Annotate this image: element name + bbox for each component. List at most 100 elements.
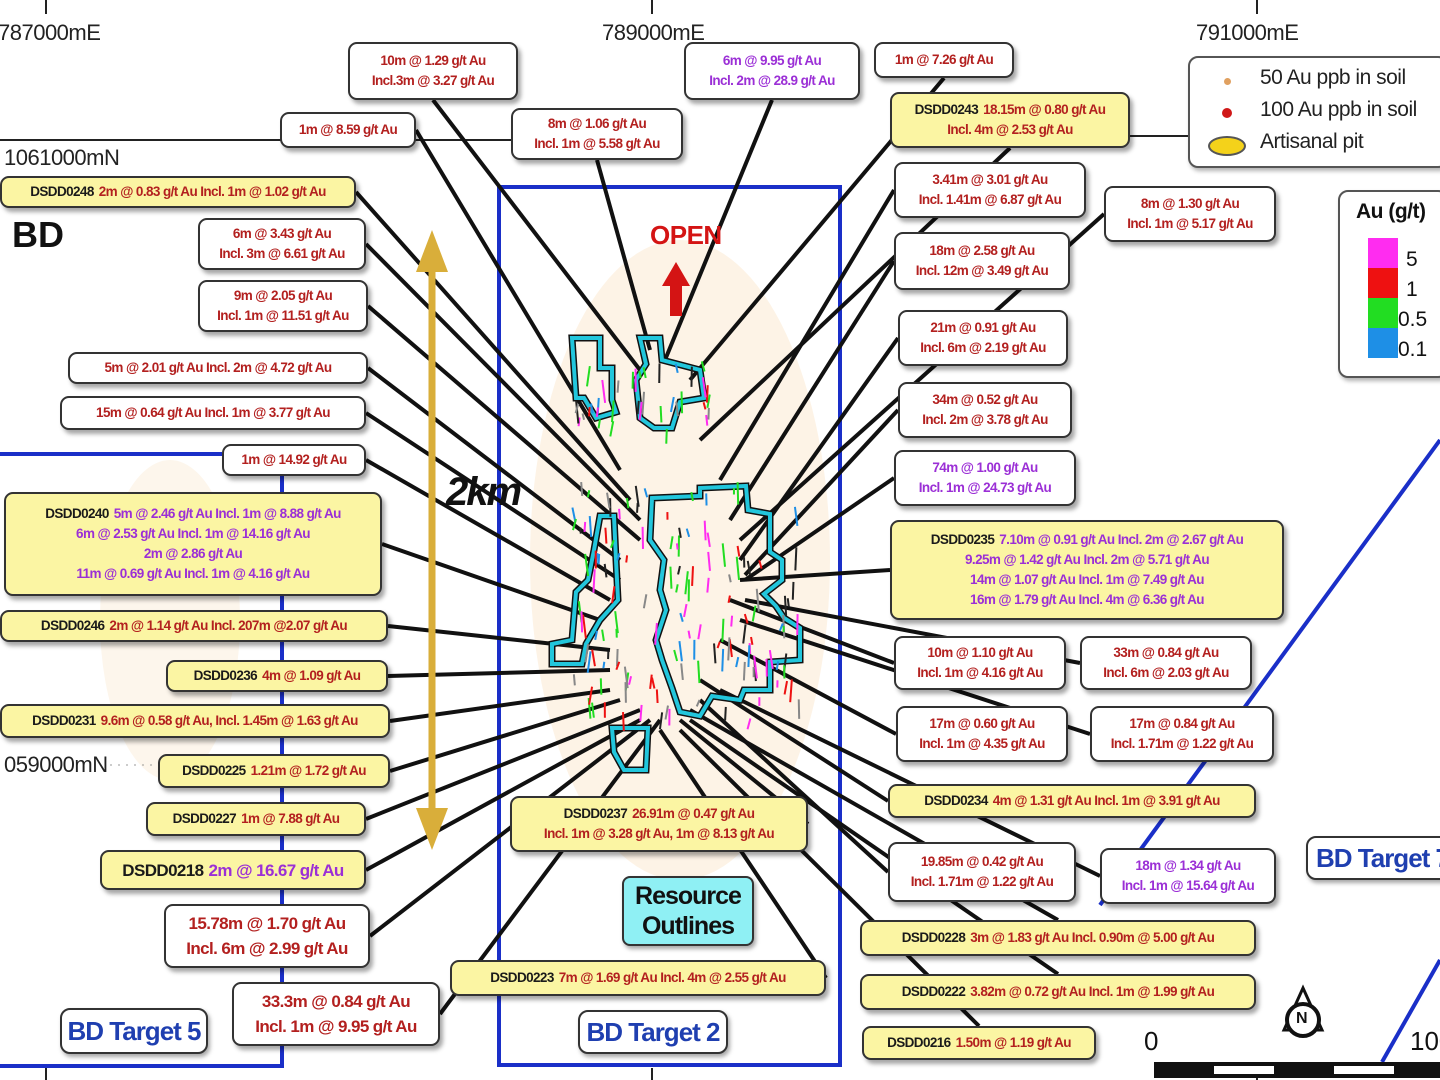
legend-item: 50 Au ppb in soil xyxy=(1260,66,1406,89)
intercept-line: 8m @ 1.06 g/t Au xyxy=(548,114,647,134)
drill-trace xyxy=(721,543,727,567)
soil-100ppb-icon xyxy=(1222,108,1232,118)
intercept-text: Incl. 6m @ 2.19 g/t Au xyxy=(920,340,1046,355)
drill-trace xyxy=(730,615,734,627)
intercept-text: 18m @ 1.34 g/t Au xyxy=(1135,858,1241,873)
target-boundaries xyxy=(0,185,1440,1068)
distance-arrow xyxy=(416,230,448,850)
intercept-line: 21m @ 0.91 g/t Au xyxy=(930,318,1036,338)
intercept-line: 18m @ 2.58 g/t Au xyxy=(929,241,1035,261)
drillhole-id: DSDD0222 xyxy=(901,984,966,999)
intercept-text: 9m @ 2.05 g/t Au xyxy=(233,288,333,303)
drillhole-id: DSDD0240 xyxy=(45,506,109,521)
drillhole-id: DSDD0236 xyxy=(193,668,258,683)
drill-trace xyxy=(743,613,749,624)
drill-trace xyxy=(673,649,679,662)
drill-trace xyxy=(642,594,648,609)
drill-trace xyxy=(685,528,691,538)
drill-trace xyxy=(687,630,691,639)
grid-label-northing: 059000mN xyxy=(4,752,108,777)
leader-line xyxy=(364,242,642,522)
intercept-text: 74m @ 1.00 g/t Au xyxy=(932,460,1038,475)
intercept-line: 74m @ 1.00 g/t Au xyxy=(932,458,1038,478)
drill-trace xyxy=(768,649,774,669)
drill-trace xyxy=(580,611,584,633)
intercept-line: Incl. 1m @ 9.95 g/t Au xyxy=(255,1014,417,1039)
drill-trace xyxy=(610,400,615,423)
drill-trace xyxy=(753,655,758,679)
intercept-line: 17m @ 0.84 g/t Au xyxy=(1129,714,1235,734)
drill-trace xyxy=(706,394,711,408)
intercept-text: 33m @ 0.84 g/t Au xyxy=(1113,645,1219,660)
drill-trace xyxy=(628,675,633,685)
leader-line xyxy=(387,668,611,678)
drillhole-id: DSDD0246 xyxy=(40,618,105,633)
leader-line xyxy=(365,718,641,872)
intercept-line: Incl. 1m @ 11.51 g/t Au xyxy=(217,306,349,326)
drill-trace xyxy=(697,624,702,640)
drill-trace xyxy=(701,377,707,398)
leader-line xyxy=(354,190,632,502)
scale-tick: 1 xyxy=(1406,278,1418,301)
drill-trace xyxy=(610,539,615,549)
drill-trace xyxy=(724,706,727,721)
drill-trace xyxy=(705,385,709,403)
leader-line xyxy=(366,366,622,562)
drill-trace xyxy=(599,678,603,695)
drill-trace xyxy=(703,520,707,541)
drill-trace xyxy=(597,553,601,565)
intercept-line: 11m @ 0.69 g/t Au Incl. 1m @ 4.16 g/t Au xyxy=(76,564,310,584)
intercept-callout: 9m @ 2.05 g/t Au Incl. 1m @ 11.51 g/t Au xyxy=(198,280,368,332)
intercept-line: Incl. 6m @ 2.03 g/t Au xyxy=(1103,663,1229,683)
drill-trace xyxy=(750,636,754,645)
drill-trace xyxy=(746,718,752,730)
intercept-text: 4m @ 1.09 g/t Au xyxy=(262,668,361,683)
legend: 50 Au ppb in soil 100 Au ppb in soil Art… xyxy=(1188,56,1440,168)
drill-trace xyxy=(614,611,619,634)
intercept-line: 15.78m @ 1.70 g/t Au xyxy=(188,911,346,936)
drill-trace xyxy=(727,595,731,603)
drill-trace xyxy=(584,644,590,663)
drillhole-id: DSDD0218 xyxy=(122,860,204,880)
intercept-line: 6m @ 3.43 g/t Au xyxy=(233,224,332,244)
intercept-text: 18.15m @ 0.80 g/t Au xyxy=(983,102,1106,117)
intercept-text: 1m @ 8.59 g/t Au xyxy=(298,122,398,137)
drill-trace xyxy=(742,624,747,644)
drillhole-id: DSDD0237 xyxy=(563,806,628,821)
intercept-text: 3.41m @ 3.01 g/t Au xyxy=(932,172,1048,187)
drill-trace xyxy=(611,586,616,604)
intercept-text: 5m @ 2.46 g/t Au Incl. 1m @ 8.88 g/t Au xyxy=(113,506,342,521)
leader-line xyxy=(366,304,642,542)
intercept-line: 2m @ 2.86 g/t Au xyxy=(144,544,243,564)
bd-target-7-label: BD Target 7 xyxy=(1306,836,1440,880)
leader-line xyxy=(365,458,611,602)
drill-trace xyxy=(609,421,615,437)
drill-trace xyxy=(697,660,701,684)
bd-target-2-label: BD Target 2 xyxy=(578,1010,728,1054)
drill-trace xyxy=(669,536,674,550)
leader-line xyxy=(738,336,900,562)
intercept-line: 14m @ 1.07 g/t Au Incl. 1m @ 7.49 g/t Au xyxy=(970,570,1205,590)
drill-trace xyxy=(794,547,798,571)
drill-trace xyxy=(736,545,741,557)
drill-trace xyxy=(575,400,580,424)
intercept-text: 19.85m @ 0.42 g/t Au xyxy=(920,854,1044,869)
leader-line xyxy=(729,598,895,665)
intercept-line: Incl. 1m @ 4.16 g/t Au xyxy=(917,663,1043,683)
drill-trace xyxy=(736,482,740,505)
intercept-text: 1.21m @ 1.72 g/t Au xyxy=(250,763,367,778)
drill-trace xyxy=(655,689,659,704)
drill-trace xyxy=(675,401,679,417)
drillhole-id: DSDD0231 xyxy=(32,713,96,728)
intercept-text: 17m @ 0.84 g/t Au xyxy=(1129,716,1235,731)
